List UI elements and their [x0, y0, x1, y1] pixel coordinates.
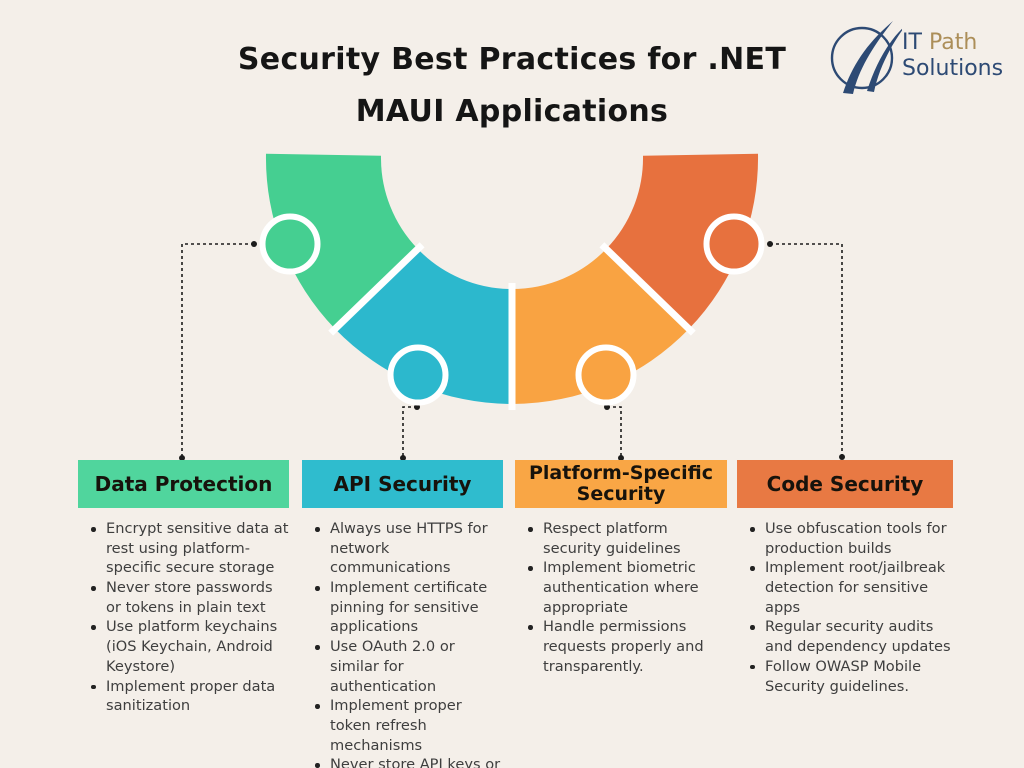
bullet-item: Encrypt sensitive data at rest using pla… — [88, 519, 289, 578]
header-label: Platform-Specific Security — [528, 461, 713, 505]
connector-platform-specific — [607, 406, 622, 458]
node-data-protection — [259, 213, 321, 275]
logo-mark-icon — [830, 21, 902, 94]
connector-api-security — [402, 406, 417, 458]
header-code-security: Code Security — [737, 460, 953, 508]
title-line-2: MAUI Applications — [355, 94, 669, 129]
title-line-1: Security Best Practices for .NET — [237, 42, 787, 77]
bullet-item: Respect platform security guidelines — [525, 519, 727, 558]
page-title: Security Best Practices for .NET MAUI Ap… — [0, 34, 1024, 138]
node-platform-specific — [575, 344, 637, 406]
logo-word-it: IT — [902, 30, 922, 55]
column-code-security: Code Security Use obfuscation tools for … — [737, 460, 953, 696]
bullet-item: Always use HTTPS for network communicati… — [312, 519, 503, 578]
header-label: Data Protection — [94, 471, 273, 496]
bullet-item: Never store API keys or secrets in code. — [312, 755, 503, 768]
bullet-list-api-security: Always use HTTPS for network communicati… — [302, 519, 503, 768]
connector-data-protection — [181, 243, 254, 458]
header-api-security: API Security — [302, 460, 503, 508]
bullet-list-code-security: Use obfuscation tools for production bui… — [737, 519, 953, 696]
bullet-item: Implement certificate pinning for sensit… — [312, 578, 503, 637]
column-api-security: API Security Always use HTTPS for networ… — [302, 460, 503, 768]
logo-word-solutions: Solutions — [902, 56, 1004, 81]
bullet-list-data-protection: Encrypt sensitive data at rest using pla… — [78, 519, 289, 716]
connector-dots — [179, 241, 845, 461]
bullet-item: Implement proper data sanitization — [88, 677, 289, 716]
segment-dividers — [328, 242, 696, 410]
logo-word-path: Path — [928, 30, 978, 55]
segment-platform-specific-security — [512, 249, 689, 404]
bullet-item: Handle permissions requests properly and… — [525, 617, 727, 676]
header-data-protection: Data Protection — [78, 460, 289, 508]
bullet-item: Implement root/jailbreak detection for s… — [747, 558, 953, 617]
bullet-item: Use obfuscation tools for production bui… — [747, 519, 953, 558]
segment-code-security — [606, 153, 759, 329]
bullet-item: Never store passwords or tokens in plain… — [88, 578, 289, 617]
bullet-item: Follow OWASP Mobile Security guidelines. — [747, 657, 953, 696]
bullet-item: Implement biometric authentication where… — [525, 558, 727, 617]
segment-data-protection — [265, 153, 418, 329]
header-platform-specific: Platform-Specific Security — [515, 460, 727, 508]
column-platform-specific: Platform-Specific Security Respect platf… — [515, 460, 727, 677]
connectors — [181, 243, 843, 458]
logo-line-1: IT Path — [902, 30, 1003, 56]
column-data-protection: Data Protection Encrypt sensitive data a… — [78, 460, 289, 716]
bullet-item: Use platform keychains (iOS Keychain, An… — [88, 617, 289, 676]
logo-text: IT Path Solutions — [902, 30, 1003, 82]
header-label: Code Security — [766, 471, 924, 496]
node-api-security — [387, 344, 449, 406]
header-label: API Security — [333, 471, 472, 496]
bullet-item: Use OAuth 2.0 or similar for authenticat… — [312, 637, 503, 696]
logo: IT Path Solutions — [826, 18, 1012, 96]
segment-api-security — [335, 249, 512, 404]
connector-code-security — [770, 243, 843, 457]
bullet-item: Implement proper token refresh mechanism… — [312, 696, 503, 755]
bullet-item: Regular security audits and dependency u… — [747, 617, 953, 656]
node-code-security — [703, 213, 765, 275]
